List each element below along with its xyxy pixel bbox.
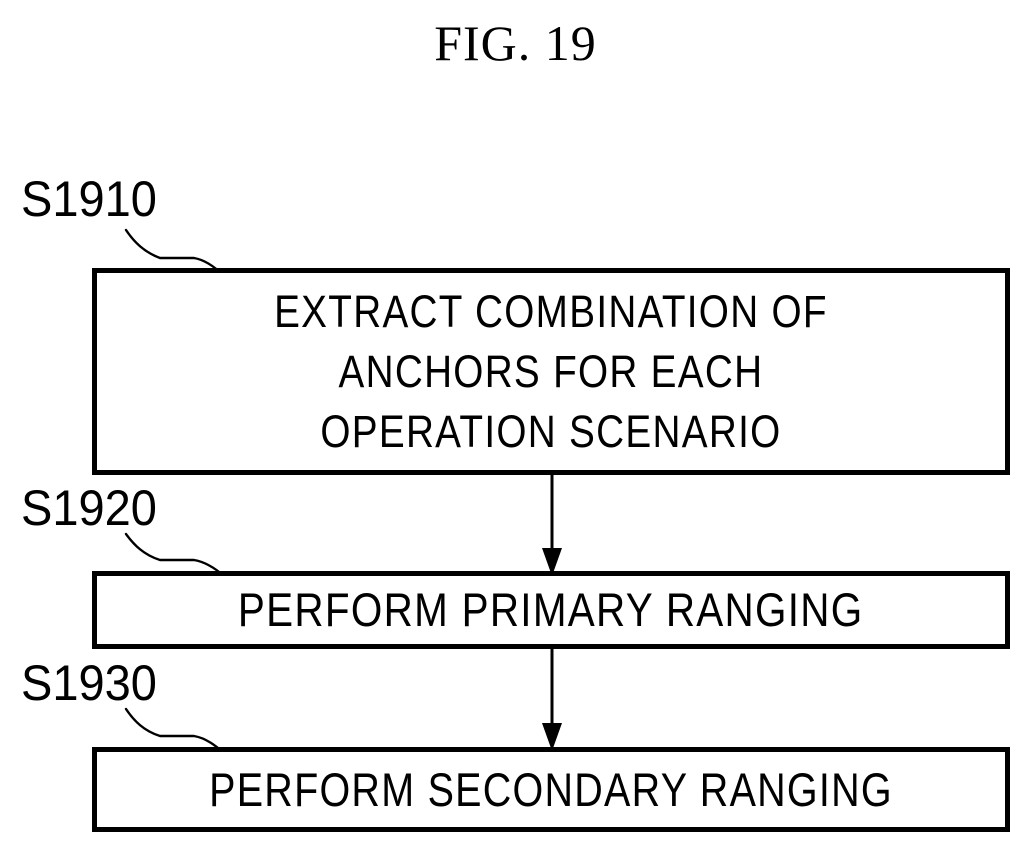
process-box-s1930-text: PERFORM SECONDARY RANGING xyxy=(209,762,893,816)
process-box-s1920: PERFORM PRIMARY RANGING xyxy=(92,571,1010,649)
leader-line-s1920 xyxy=(124,532,226,578)
connector-arrow-s1920-to-s1930 xyxy=(542,645,562,751)
step-reference-label-s1930: S1930 xyxy=(21,655,157,711)
figure-title: FIG. 19 xyxy=(434,15,597,71)
process-box-s1910: EXTRACT COMBINATION OF ANCHORS FOR EACH … xyxy=(92,268,1010,475)
process-box-s1910-text: EXTRACT COMBINATION OF ANCHORS FOR EACH … xyxy=(274,285,828,457)
step-reference-label-s1920: S1920 xyxy=(21,480,157,536)
step-reference-label-s1910: S1910 xyxy=(21,171,157,227)
leader-line-s1930 xyxy=(124,707,226,755)
process-box-s1930: PERFORM SECONDARY RANGING xyxy=(92,747,1010,832)
connector-arrow-s1910-to-s1920 xyxy=(542,470,562,576)
process-box-s1920-text: PERFORM PRIMARY RANGING xyxy=(238,583,864,636)
